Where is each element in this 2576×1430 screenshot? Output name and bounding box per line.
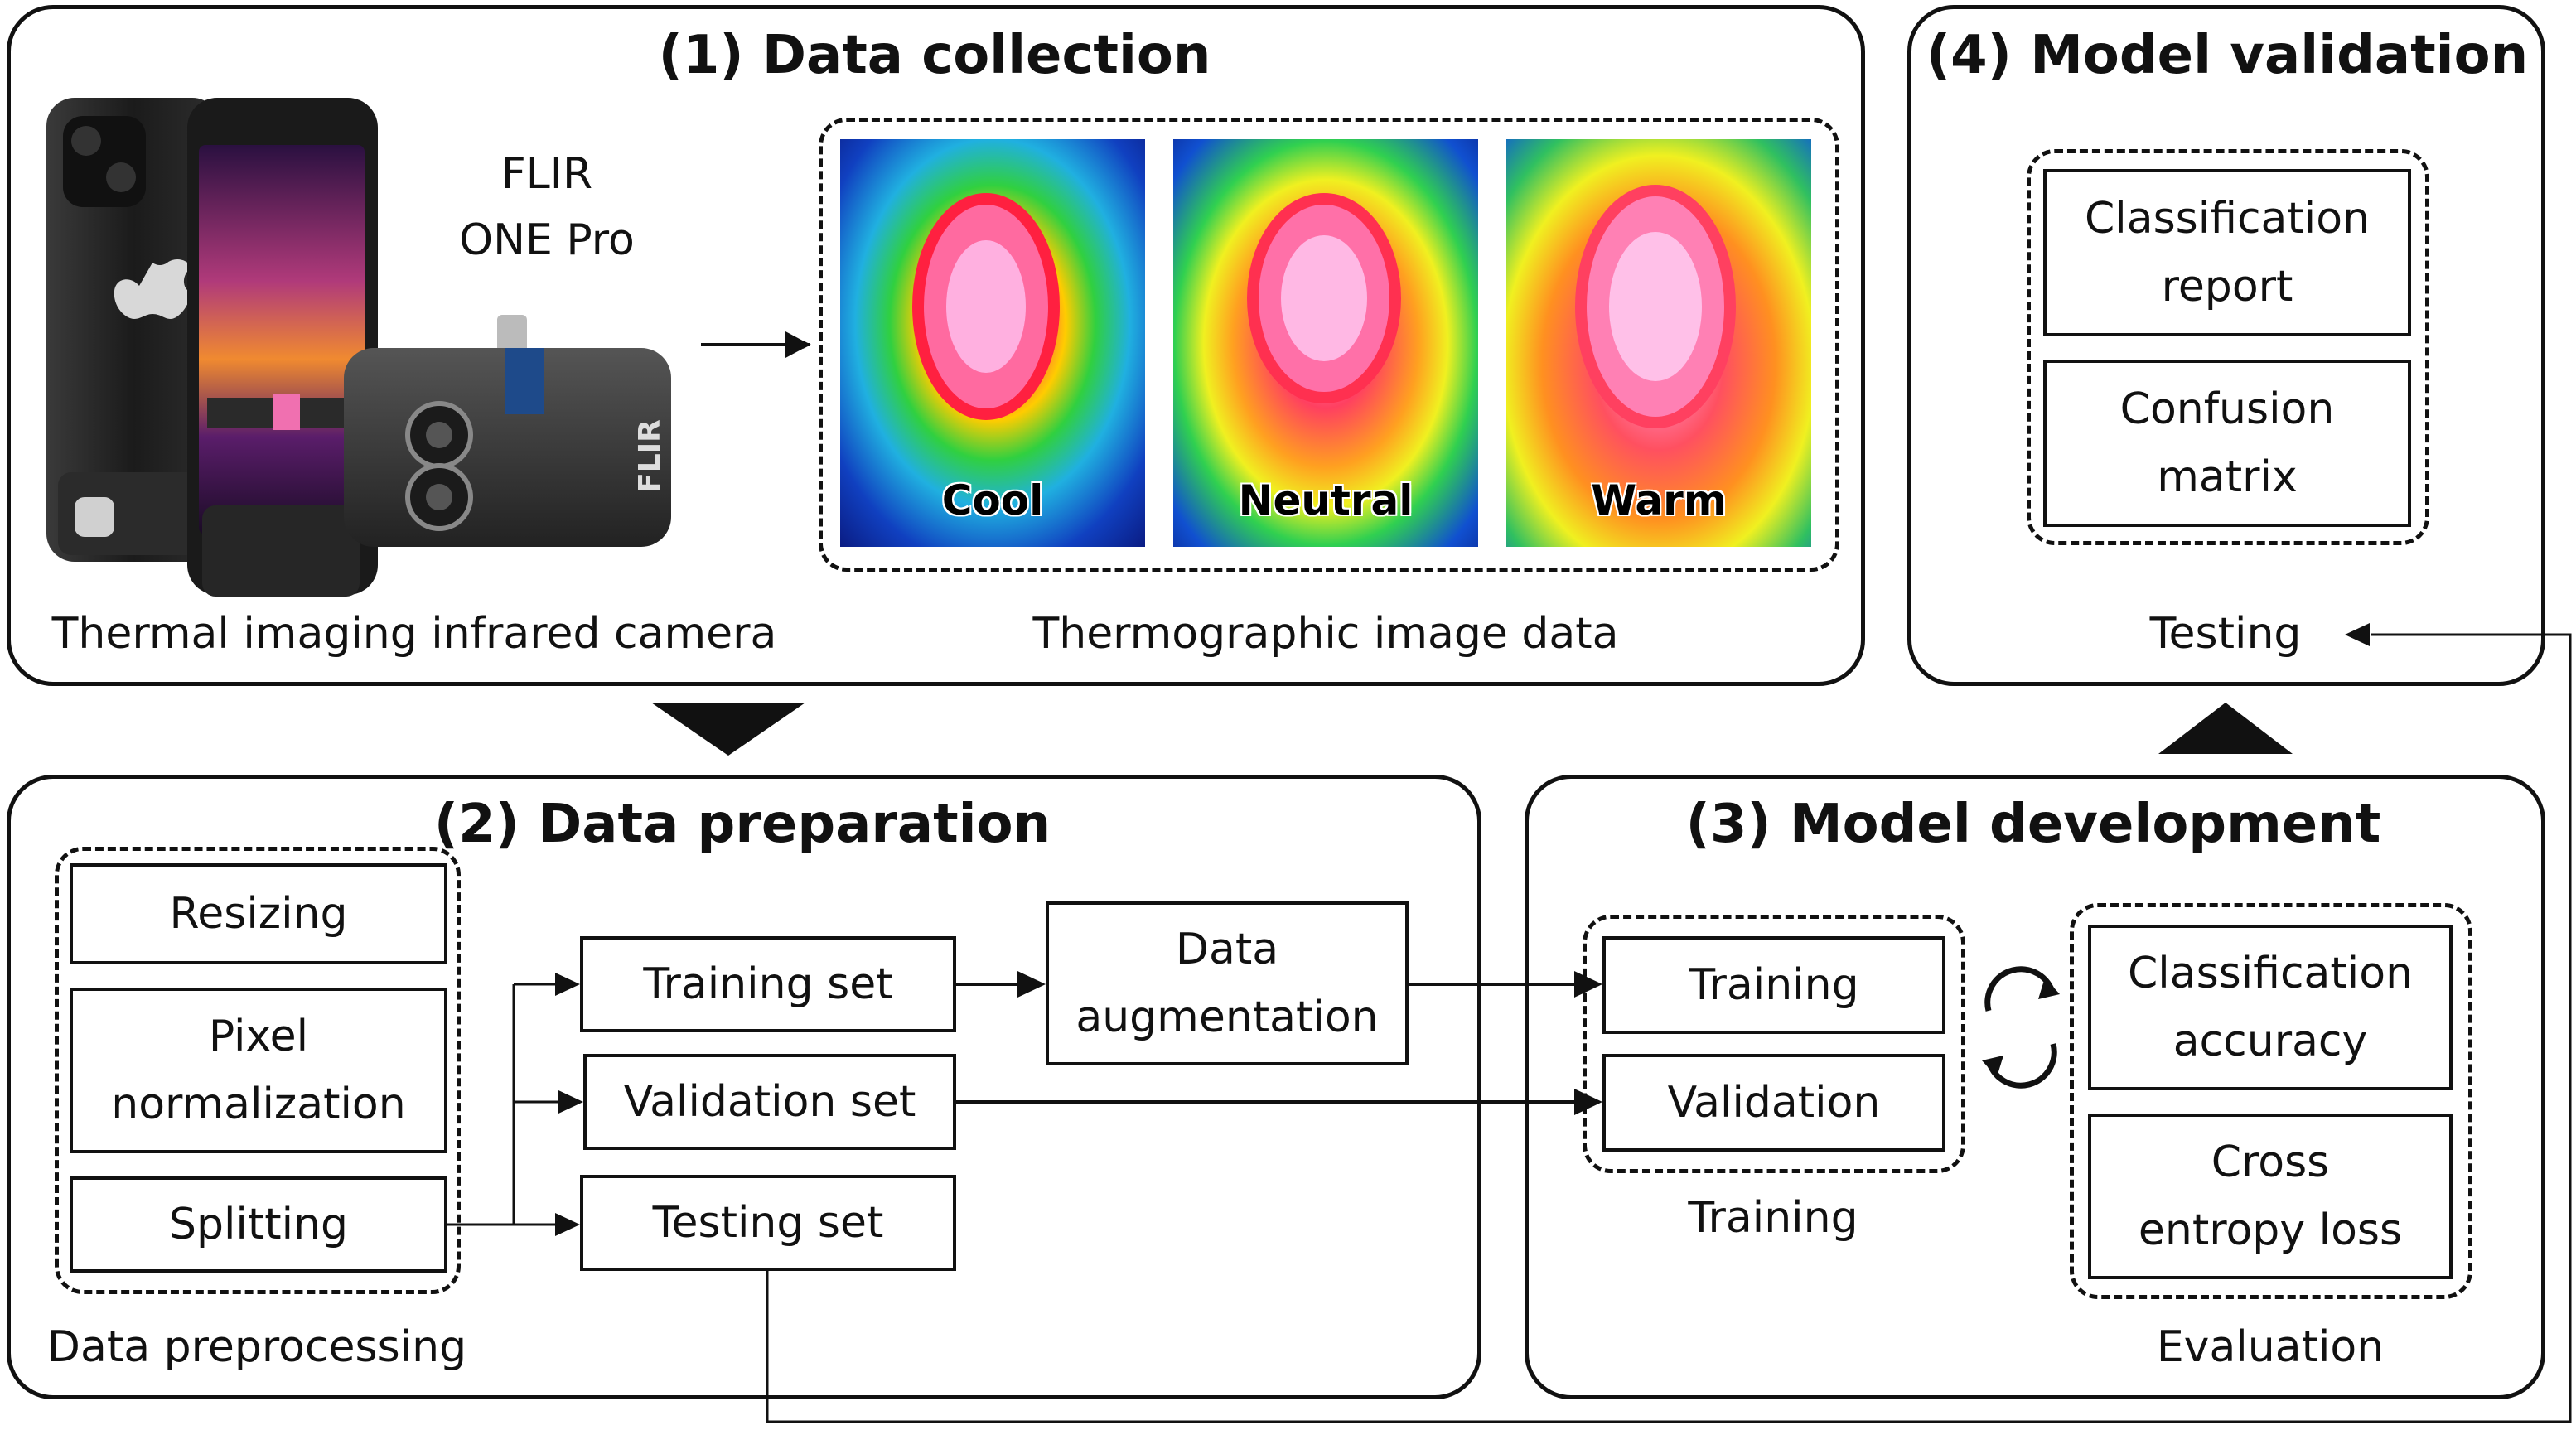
testing-set-box: Testing set — [580, 1175, 956, 1271]
preprocessing-group — [55, 847, 461, 1294]
validation-box: Validation — [1602, 1054, 1945, 1152]
panel-title-model-development: (3) Model development — [1685, 794, 2381, 855]
brand-label: FLIR — [632, 419, 667, 493]
panel-title-model-validation: (4) Model validation — [1926, 25, 2529, 86]
preprocessing-caption: Data preprocessing — [46, 1322, 467, 1372]
triangle-up-development-to-validation — [2158, 703, 2293, 754]
thermal-label-neutral: Neutral — [1238, 476, 1414, 524]
testing-caption: Testing — [2149, 609, 2302, 659]
splitting-box: Splitting — [70, 1176, 447, 1273]
triangle-down-collection-to-prep — [651, 703, 805, 756]
training-caption: Training — [1688, 1193, 1858, 1243]
validation-set-box: Validation set — [583, 1054, 956, 1150]
training-set-box: Training set — [580, 936, 956, 1032]
thermal-label-cool: Cool — [941, 476, 1044, 524]
product-name-label: FLIR ONE Pro — [459, 149, 635, 265]
pixel-normalization-box: Pixel normalization — [70, 988, 447, 1153]
thermal-images-caption: Thermographic image data — [1032, 609, 1619, 659]
camera-caption: Thermal imaging infrared camera — [51, 609, 777, 659]
panel-title-data-collection: (1) Data collection — [658, 25, 1211, 86]
thermal-images-group — [819, 118, 1839, 572]
training-box: Training — [1602, 936, 1945, 1034]
thermal-label-warm: Warm — [1591, 476, 1727, 524]
classification-report-box: Classification report — [2043, 169, 2411, 336]
resizing-box: Resizing — [70, 863, 447, 964]
cross-entropy-loss-box: Cross entropy loss — [2088, 1114, 2453, 1279]
panel-model-validation — [1907, 5, 2545, 686]
classification-accuracy-box: Classification accuracy — [2088, 925, 2453, 1090]
panel-title-data-preparation: (2) Data preparation — [433, 794, 1051, 855]
validation-metrics-group — [2027, 149, 2429, 545]
evaluation-caption: Evaluation — [2156, 1322, 2385, 1372]
data-augmentation-box: Data augmentation — [1046, 901, 1409, 1065]
confusion-matrix-box: Confusion matrix — [2043, 360, 2411, 527]
